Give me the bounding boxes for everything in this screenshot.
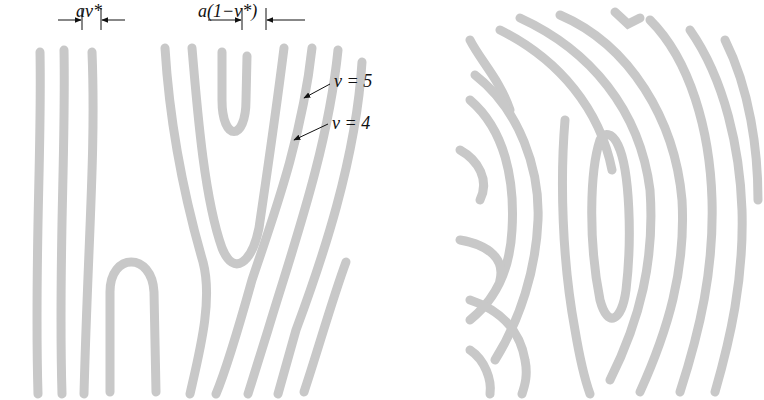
stripes-right [460, 12, 758, 394]
dimension-marks [58, 8, 330, 140]
dimension-label: a(1−ν*) [198, 2, 257, 20]
stripes-left [37, 48, 362, 394]
stripe-index-label: ν = 4 [332, 114, 370, 132]
dimension-label: aν* [76, 2, 102, 20]
stripe-index-label: ν = 5 [334, 72, 372, 90]
